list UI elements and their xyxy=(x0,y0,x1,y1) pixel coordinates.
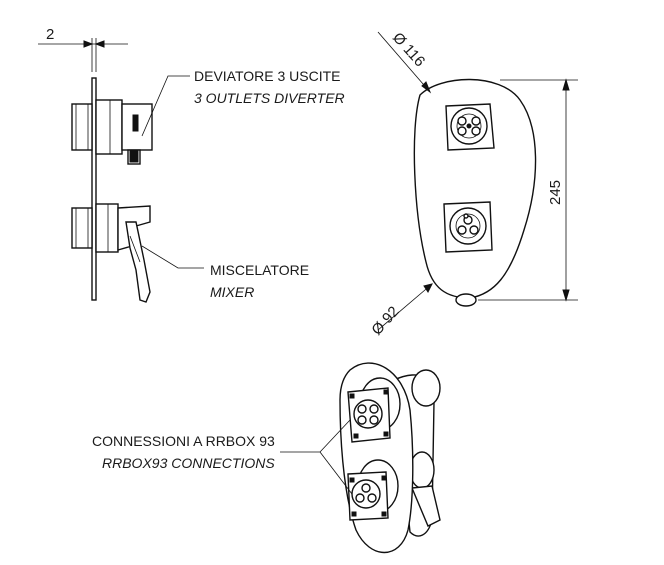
diverter-side xyxy=(71,99,153,165)
outer-diameter-dimension: Ø 116 xyxy=(377,29,432,94)
front-view: Ø 116 Ø 92 245 xyxy=(368,29,578,339)
mixer-label-en: MIXER xyxy=(210,284,254,300)
isometric-view: CONNESSIONI A RRBOX 93 RRBOX93 CONNECTIO… xyxy=(92,362,441,554)
side-view: 2 DEVIATORE xyxy=(38,26,345,303)
height-dimension: 245 xyxy=(478,78,578,302)
diverter-label-en: 3 OUTLETS DIVERTER xyxy=(194,90,345,106)
inner-diameter-value: Ø 92 xyxy=(368,303,402,339)
mixer-leader xyxy=(141,245,204,269)
front-plate-outline xyxy=(413,78,537,299)
diverter-leader xyxy=(141,75,190,137)
diverter-cartridge xyxy=(445,103,495,151)
connections-leader xyxy=(280,419,351,453)
mixer-cartridge xyxy=(443,201,493,253)
thickness-value: 2 xyxy=(46,26,54,43)
iso-mixer-connection xyxy=(347,459,399,521)
connections-label-it: CONNESSIONI A RRBOX 93 xyxy=(92,433,275,449)
thickness-dimension: 2 xyxy=(38,26,128,72)
connections-label-en: RRBOX93 CONNECTIONS xyxy=(102,455,275,471)
inner-diameter-dimension: Ø 92 xyxy=(368,283,433,339)
outer-diameter-value: Ø 116 xyxy=(389,29,428,70)
diverter-label-it: DEVIATORE 3 USCITE xyxy=(194,68,341,84)
iso-diverter-connection xyxy=(347,377,401,443)
height-value: 245 xyxy=(547,180,564,205)
mixer-side xyxy=(71,203,151,303)
wall-plate xyxy=(91,77,97,301)
mixer-label-it: MISCELATORE xyxy=(210,262,309,278)
